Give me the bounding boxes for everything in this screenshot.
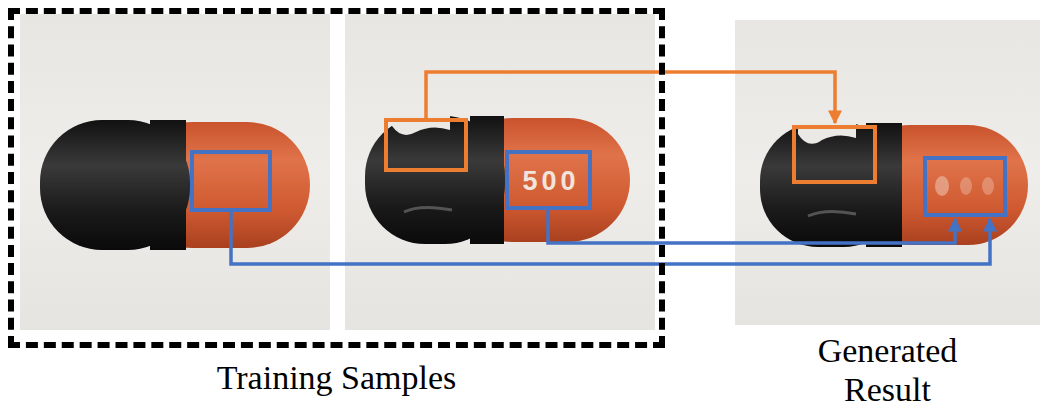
transfer-arrow bbox=[231, 72, 990, 264]
capsule-photo bbox=[735, 20, 1040, 325]
capsule-photo bbox=[20, 14, 330, 330]
caption: Training Samples bbox=[137, 358, 537, 397]
caption: Generated Result bbox=[788, 331, 988, 409]
imprint-text: 500 bbox=[522, 168, 579, 195]
generated-image: Generated Result bbox=[735, 20, 1040, 325]
region-box bbox=[192, 120, 1005, 215]
capsule-photo bbox=[345, 14, 655, 330]
